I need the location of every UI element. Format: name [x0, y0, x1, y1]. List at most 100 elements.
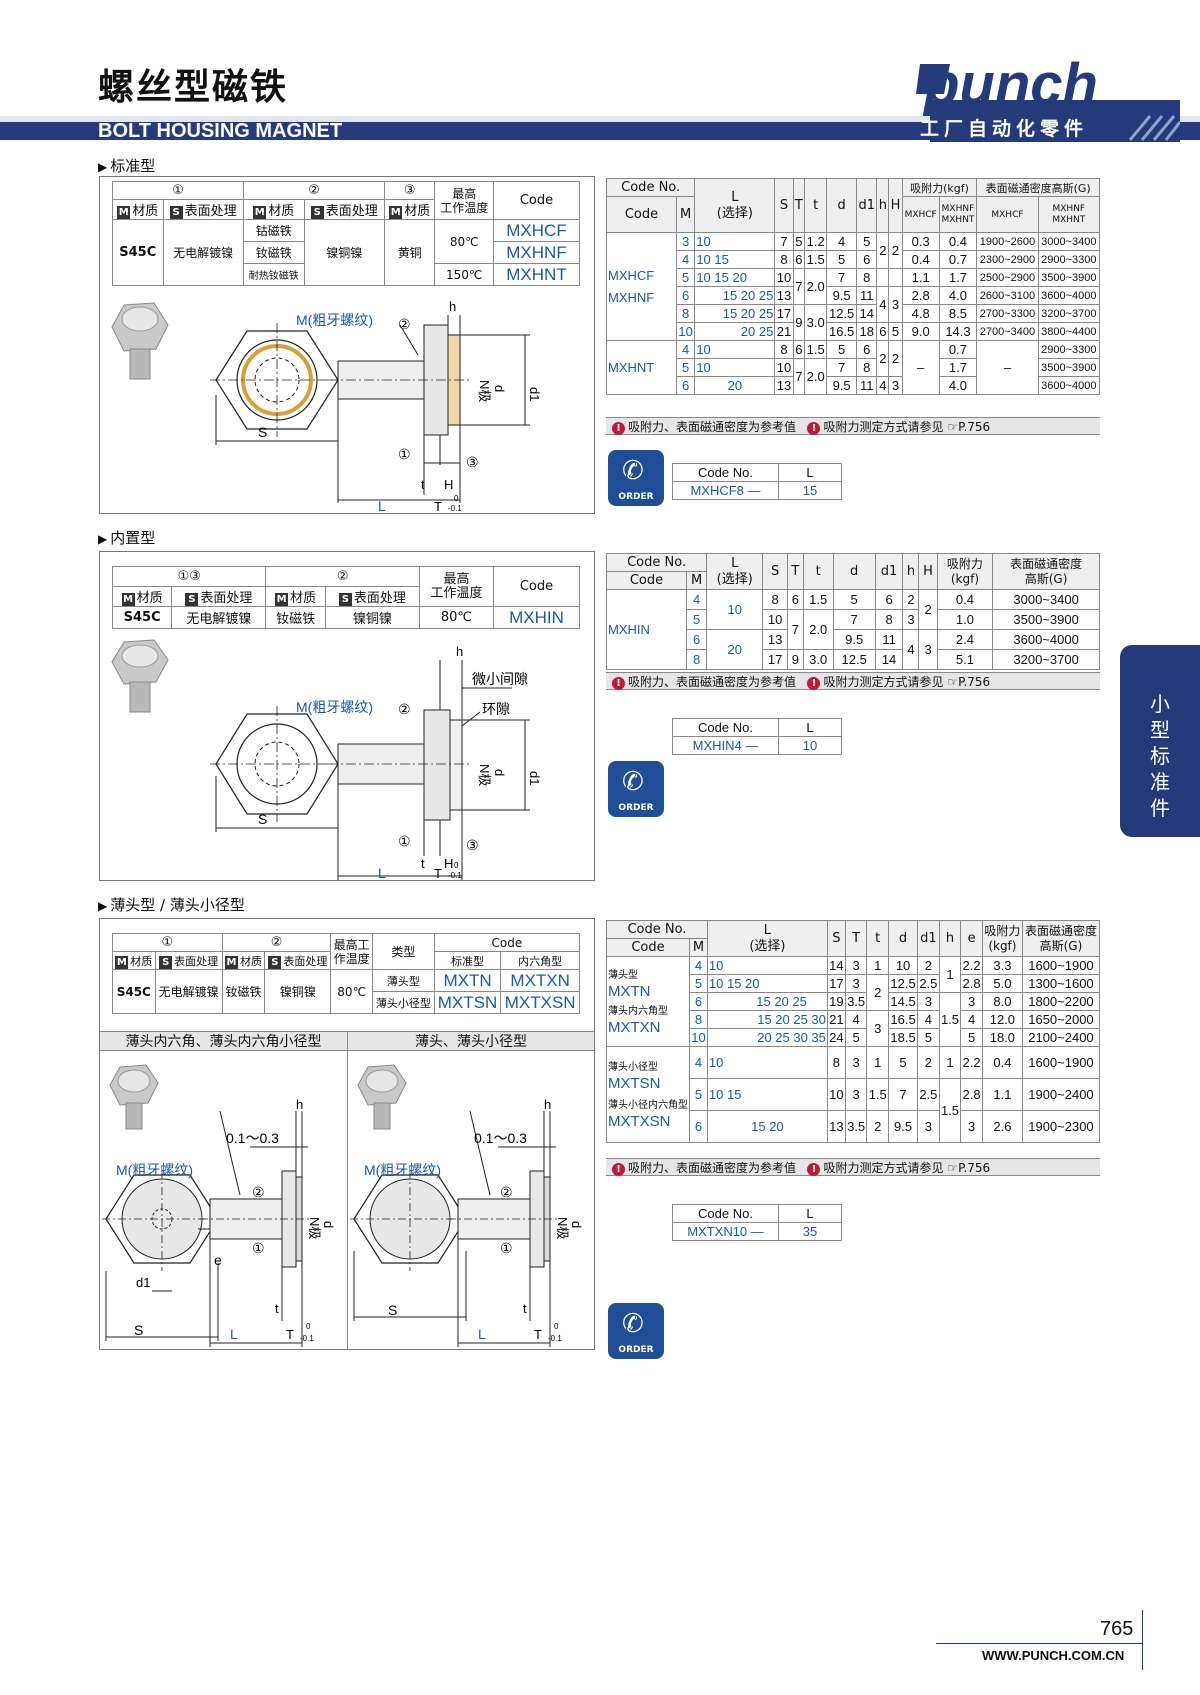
thin-head-dim-table: Code No. L (选择) S T t d d1 h e 吸附力 (kgf)…	[606, 920, 1101, 1143]
code-header: Code	[493, 181, 580, 220]
group-label: 薄头小径内六角型	[608, 1099, 688, 1111]
callout-1-right: ①	[500, 1240, 513, 1256]
cell-force: 18.0	[981, 1028, 1023, 1047]
dim-t: t	[421, 856, 425, 871]
group-code: MXTSN	[608, 1074, 661, 1092]
cell-flux-a: 2500~2900	[976, 268, 1039, 287]
dim-t: t	[421, 477, 425, 492]
M-col-header: M	[685, 571, 708, 590]
cell-t: 3.0	[804, 304, 828, 341]
order-code-value: MXHCF8 —	[672, 481, 779, 500]
dim-S-right: S	[388, 1302, 397, 1318]
cell-M: 8	[689, 1010, 708, 1029]
dim-t: t	[275, 1301, 279, 1316]
callout-2: ②	[398, 701, 411, 717]
S-header: S	[826, 920, 846, 957]
cell-T: 7	[792, 268, 806, 305]
cell-S: 14	[826, 956, 846, 975]
cell-S: 17	[826, 974, 846, 993]
d-header: d	[888, 920, 919, 957]
h-header: h	[938, 920, 962, 957]
cell-e: 2.8	[960, 974, 983, 993]
cell-flux-a-dash: –	[976, 340, 1039, 395]
flux-header: 表面磁通密度高斯(G)	[976, 178, 1100, 197]
material-label: 材质	[290, 591, 317, 606]
cell-flux-b: 3000~3400	[1037, 232, 1101, 251]
cell-flux-b: 2900~3300	[1037, 250, 1101, 269]
thread-label-right: M(粗牙螺纹)	[364, 1162, 441, 1178]
cell-t: 1.5	[866, 1078, 890, 1111]
dim-H: H	[444, 856, 453, 871]
cell-t: 1.5	[804, 250, 828, 269]
cell-d: 9.5	[832, 629, 876, 650]
note-page-link[interactable]: P.756	[958, 1161, 991, 1175]
cell-S: 10	[774, 268, 794, 287]
cell-force-b: 1.7	[938, 268, 978, 287]
cell-T: 3	[844, 974, 868, 993]
code-header: Code	[493, 566, 580, 607]
cell-S: 8	[826, 1046, 846, 1079]
dim-d: d	[492, 385, 507, 392]
force-header: 吸附力 (kgf)	[981, 920, 1023, 957]
dim-d1: d1	[527, 387, 542, 401]
code-no-header: Code No.	[605, 553, 708, 572]
cell-d1: 18	[855, 322, 878, 341]
cell-force-a: 0.3	[901, 232, 940, 251]
cell-L: 15 20 25	[694, 304, 776, 323]
cell-force: 5.1	[936, 649, 994, 670]
code-mxhnt: MXHNT	[493, 263, 580, 286]
callout-2: ②	[398, 316, 411, 332]
cell-M: 10	[675, 322, 696, 341]
cell-force-b: 0.4	[938, 232, 978, 251]
cell-force: 1.1	[981, 1078, 1023, 1111]
cell-T: 5	[844, 1028, 868, 1047]
cell-flux-a: 2700~3300	[976, 304, 1039, 323]
cell-d: 12.5	[888, 974, 919, 993]
material-3: 黄铜	[383, 219, 436, 286]
cell-d: 7	[888, 1078, 919, 1111]
cell-t: 1	[866, 1046, 890, 1079]
cell-t: 1.5	[802, 589, 834, 610]
cell-h: 3	[902, 609, 920, 630]
note-page-link[interactable]: P.756	[958, 420, 991, 434]
cell-M: 8	[675, 304, 696, 323]
code-mxhnf-group: MXHNF	[608, 289, 655, 305]
order-example-1: Code No.L MXHCF8 —15	[672, 463, 842, 500]
material-1: S45C	[112, 219, 164, 286]
t-header: t	[804, 178, 828, 233]
cell-force: 8.0	[981, 992, 1023, 1011]
side-tab-category[interactable]: 小型标准件	[1120, 645, 1200, 837]
order-L-value: 35	[778, 1222, 842, 1241]
flux-a-header: MXHCF	[976, 196, 1039, 233]
flux-header: 表面磁通密度 高斯(G)	[1021, 920, 1101, 957]
hex-front-right	[350, 1171, 470, 1321]
website-link[interactable]: WWW.PUNCH.COM.CN	[982, 1648, 1125, 1663]
cell-force-b: 1.7	[938, 358, 978, 377]
cell-L: 10	[694, 358, 776, 377]
cell-M: 5	[675, 358, 696, 377]
magnet-photo	[111, 639, 169, 713]
dim-h: h	[456, 644, 463, 659]
note-page-link[interactable]: P.756	[958, 675, 991, 689]
cell-d: 12.5	[826, 304, 857, 323]
dim-h: h	[449, 299, 456, 314]
surface-icon: S	[310, 206, 324, 219]
cell-d: 5	[832, 589, 876, 610]
subtype-header-bar: 薄头内六角、薄头内六角小径型 薄头、薄头小径型	[100, 1031, 594, 1052]
dim-L-right: L	[478, 1326, 486, 1342]
cell-h: 4	[902, 629, 920, 670]
cell-force: 1.0	[936, 609, 994, 630]
cell-T: 7	[792, 358, 806, 395]
cell-force-a: 4.8	[901, 304, 940, 323]
cell-d: 16.5	[888, 1010, 919, 1029]
surface-1: 无电解镀镍	[171, 606, 267, 629]
cell-L: 15 20 25 30	[706, 1010, 828, 1029]
note-bar-3: !吸附力、表面磁通密度为参考值 !吸附力测定方式请参见 ☞P.756	[606, 1158, 1100, 1176]
dim-T: T	[434, 499, 442, 513]
cell-d: 18.5	[888, 1028, 919, 1047]
cell-h: 1.5	[938, 1078, 962, 1143]
builtin-dim-table: Code No. L (选择) S T t d d1 h H 吸附力 (kgf)…	[605, 553, 1100, 670]
cell-force-a: 1.1	[901, 268, 940, 287]
cell-force-b: 14.3	[938, 322, 978, 341]
